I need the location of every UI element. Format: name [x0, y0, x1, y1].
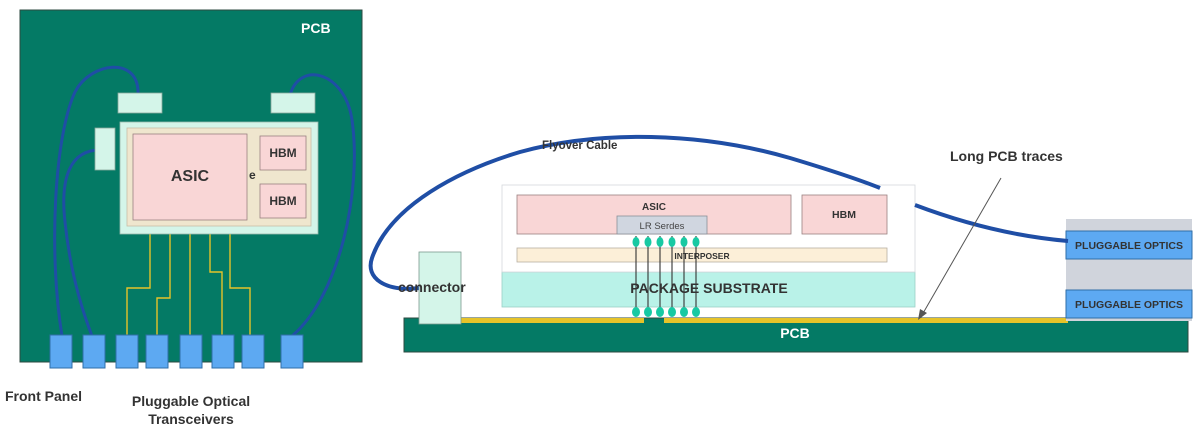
- right-pcb-board: [403, 317, 1189, 353]
- bga-ball: [692, 307, 700, 317]
- flyover-cable: [368, 134, 881, 291]
- pcb-trace-left: [460, 318, 644, 323]
- long-traces-arrow-head: [918, 309, 927, 320]
- left-board-diagram: PCB ASIC e HBM HBM: [5, 9, 363, 427]
- left-hbm-bottom-label: HBM: [269, 194, 296, 208]
- left-connector-top-right: [270, 92, 316, 114]
- cable-connector: [418, 251, 462, 325]
- long-pcb-traces-label: Long PCB traces: [950, 148, 1063, 164]
- lr-serdes: [616, 215, 708, 235]
- left-hbm-top-label: HBM: [269, 146, 296, 160]
- package-substrate: [501, 271, 916, 308]
- left-port: [115, 334, 139, 369]
- package-substrate-label: PACKAGE SUBSTRATE: [630, 280, 787, 296]
- bga-ball: [668, 307, 676, 317]
- left-port: [211, 334, 235, 369]
- transceivers-label-line2: Transceivers: [148, 411, 234, 427]
- pcb-trace-right: [664, 318, 1068, 323]
- bga-ball: [656, 307, 664, 317]
- micro-bump: [680, 237, 688, 247]
- bga-ball: [680, 307, 688, 317]
- micro-bumps: [632, 237, 700, 317]
- flyover-cable-label: Flyover Cable: [542, 140, 617, 152]
- right-hbm-label: HBM: [832, 209, 856, 221]
- micro-bump: [692, 237, 700, 247]
- optics-top: [1065, 230, 1193, 260]
- left-flyover-cables: [53, 65, 356, 338]
- left-hbm-top: [259, 135, 307, 171]
- interposer-label: INTERPOSER: [674, 251, 729, 261]
- left-port: [145, 334, 169, 369]
- optics-bottom-label: PLUGGABLE OPTICS: [1075, 299, 1183, 311]
- micro-bump: [644, 237, 652, 247]
- left-port: [82, 334, 106, 369]
- optics-top-label: PLUGGABLE OPTICS: [1075, 240, 1183, 252]
- micro-bump: [668, 237, 676, 247]
- left-port: [179, 334, 203, 369]
- left-asic: [132, 133, 248, 221]
- bga-ball: [644, 307, 652, 317]
- connector-label: connector: [398, 279, 466, 295]
- optics-bottom: [1065, 289, 1193, 319]
- left-front-panel-ports: [49, 334, 304, 369]
- left-asic-label: ASIC: [171, 168, 210, 185]
- serdes-vias: [635, 236, 697, 314]
- flyover-cable-right: [914, 203, 1069, 243]
- left-pcb-traces: [126, 234, 251, 336]
- interposer: [516, 247, 888, 263]
- micro-bump: [632, 237, 640, 247]
- right-asic-label: ASIC: [642, 202, 666, 213]
- left-hbm-bottom: [259, 183, 307, 219]
- left-port: [280, 334, 304, 369]
- left-asic-overflow-text: e: [249, 168, 256, 182]
- left-connector-side: [94, 127, 116, 171]
- right-crosssection-diagram: PCB PLUGGABLE OPTICS PLUGGABLE OPTICS PA…: [368, 134, 1193, 353]
- transceivers-label-line1: Pluggable Optical: [132, 393, 250, 409]
- left-port: [241, 334, 265, 369]
- right-pcb-label: PCB: [780, 325, 810, 341]
- right-hbm: [801, 194, 888, 235]
- front-panel-label: Front Panel: [5, 388, 82, 404]
- long-traces-arrow-line: [921, 177, 1002, 316]
- lr-serdes-label: LR Serdes: [640, 221, 685, 232]
- bga-ball: [632, 307, 640, 317]
- left-connector-top-left: [117, 92, 163, 114]
- left-pcb-label: PCB: [301, 20, 331, 36]
- left-port: [49, 334, 73, 369]
- micro-bump: [656, 237, 664, 247]
